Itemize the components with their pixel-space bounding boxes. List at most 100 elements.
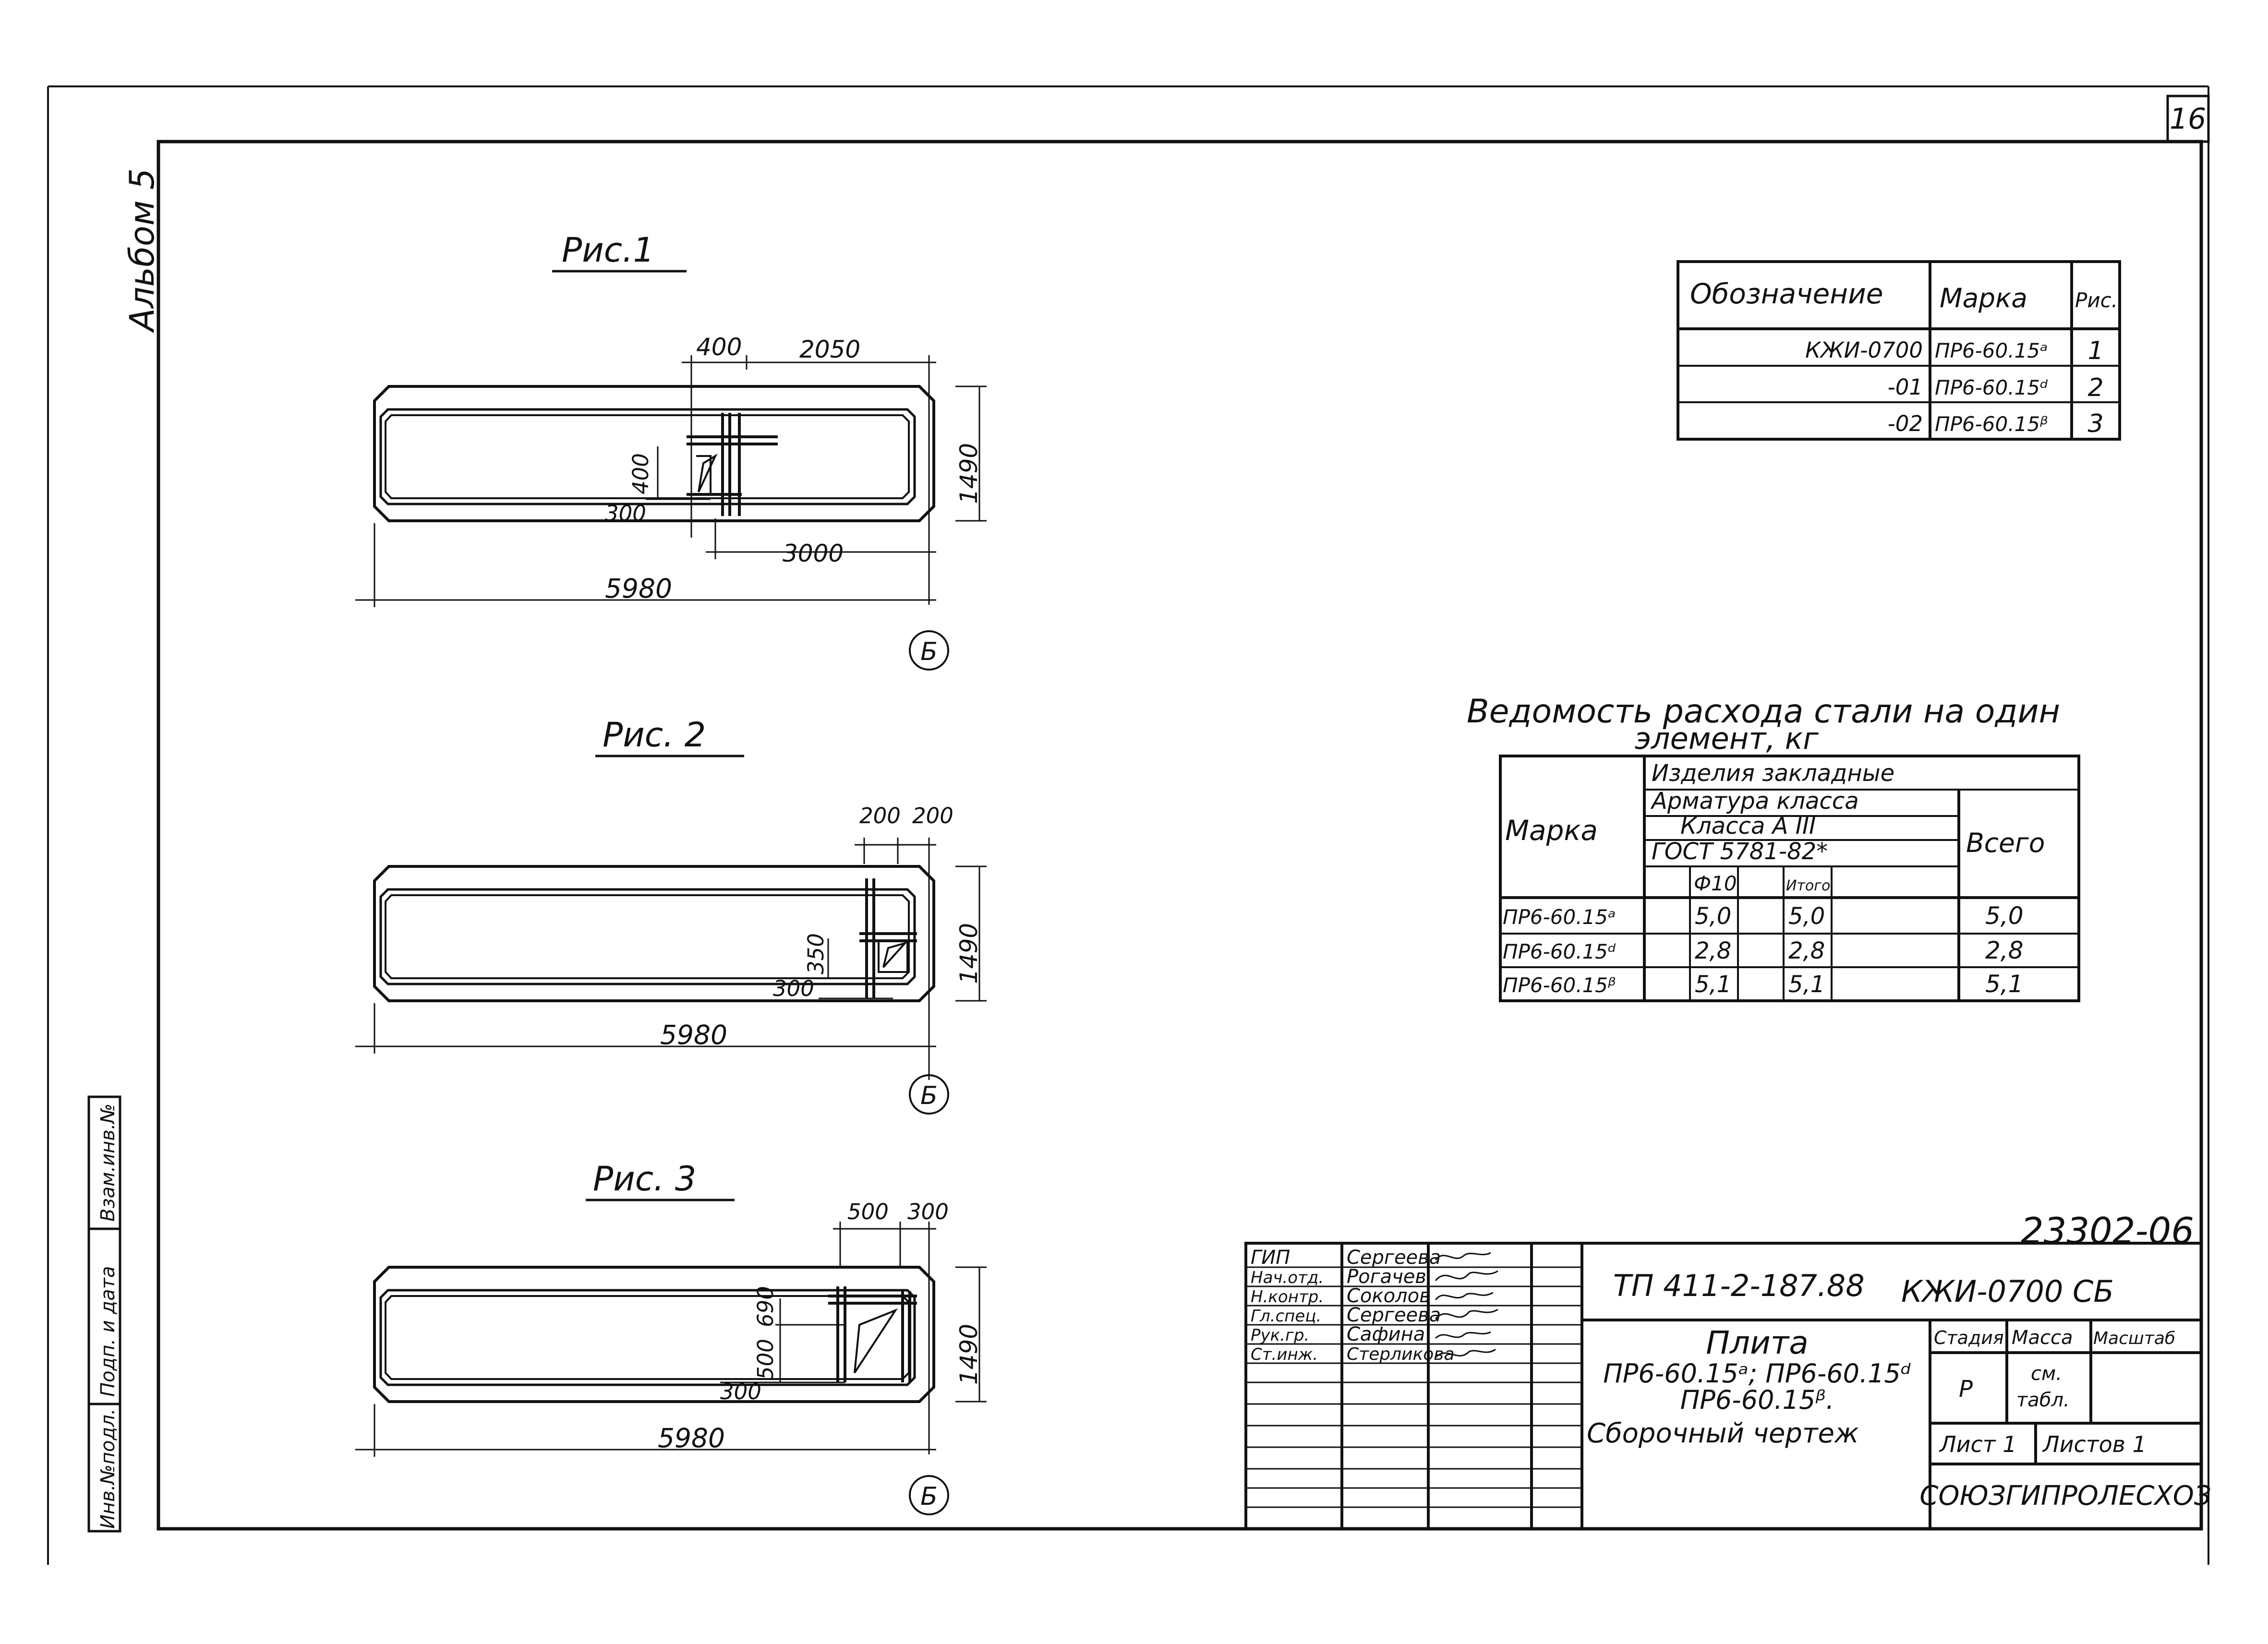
slab-outline <box>373 865 935 1002</box>
fig3-axis-label: Б <box>920 1482 938 1511</box>
fig1-dim-2050: 2050 <box>799 336 860 363</box>
role-norm-control: Н.контр. <box>1251 1287 1324 1307</box>
drawing-code: КЖИ-0700 СБ <box>1901 1274 2114 1309</box>
doc-number: 23302-06 <box>2021 1210 2194 1252</box>
fig1-axis-marker <box>909 630 949 671</box>
figure-1-title: Рис.1 <box>562 230 654 270</box>
fig1-dim-400-vertical: 400 <box>628 453 653 494</box>
steel-marka-header: Марка <box>1505 814 1598 847</box>
fig2-dim-200-right: 200 <box>912 803 953 828</box>
fig1-dim-5980: 5980 <box>605 573 672 604</box>
steel-sub-f10: Ф10 <box>1694 872 1737 895</box>
stage-header: Стадия <box>1934 1327 2004 1348</box>
fig-header: Рис. <box>2075 288 2118 312</box>
steel-row-f10: 2,8 <box>1695 937 1731 964</box>
marka-cell: ПР6-60.15ᵈ <box>1935 376 2048 399</box>
fig1-axis-label: Б <box>920 637 938 666</box>
steel-sub-total: Итого <box>1786 877 1830 894</box>
stamp-sign-label: Подп. и дата <box>97 1266 119 1397</box>
fig1-dim-3000: 3000 <box>783 540 844 567</box>
fig2-dim-350: 350 <box>803 933 829 974</box>
embedded-part <box>828 1286 917 1382</box>
role-group-lead: Рук.гр. <box>1251 1326 1309 1345</box>
fig3-dim-690: 690 <box>753 1286 778 1327</box>
name-6: Стерликова <box>1347 1344 1455 1364</box>
fig1-dim-1490: 1490 <box>955 443 983 504</box>
fig-cell: 1 <box>2087 336 2103 365</box>
name-1: Сергеева <box>1347 1247 1441 1269</box>
side-stamp: Инв.№подл. Подп. и дата Взам.инв.№ <box>87 1095 121 1533</box>
steel-row-all: 5,0 <box>1985 902 2024 930</box>
fig1-dim-400: 400 <box>696 333 742 361</box>
organization: СОЮЗГИПРОЛЕСХОЗ <box>1919 1480 2211 1512</box>
steel-row-total: 5,0 <box>1788 903 1825 930</box>
steel-table-title-2: элемент, кг <box>1635 721 1819 756</box>
fig2-dim-1490: 1490 <box>955 923 983 984</box>
steel-group-3: Класса А III <box>1680 813 1816 840</box>
role-gip: ГИП <box>1251 1247 1290 1269</box>
name-5: Сафина <box>1347 1323 1425 1345</box>
role-senior-eng: Ст.инж. <box>1251 1345 1318 1364</box>
stage-value: Р <box>1959 1376 1973 1403</box>
stamp-inv-label: Инв.№подл. <box>97 1408 119 1529</box>
figure-3: Рис. 3 500 300 500 690 300 <box>355 1159 987 1515</box>
mass-value-1: см. <box>2031 1363 2062 1385</box>
slab-outline <box>373 1266 935 1403</box>
slab-inner-contour <box>379 888 916 985</box>
steel-row-marka: ПР6-60.15ᵈ <box>1503 940 1616 963</box>
designation-cell: -02 <box>1888 411 1923 436</box>
fig3-dim-500: 500 <box>847 1199 889 1224</box>
figure-1-dimensions <box>355 355 987 607</box>
fig3-dim-300-top: 300 <box>907 1199 949 1224</box>
fig3-dim-300: 300 <box>720 1379 761 1404</box>
steel-group-2: Арматура класса <box>1650 788 1859 815</box>
slab-outline <box>373 385 935 522</box>
figure-2-title: Рис. 2 <box>603 715 706 755</box>
name-4: Сергеева <box>1347 1304 1441 1326</box>
product-marks-2: ПР6-60.15ᵝ. <box>1680 1385 1834 1415</box>
fig3-dim-5980: 5980 <box>658 1423 725 1453</box>
steel-row-f10: 5,1 <box>1695 971 1731 998</box>
product-name: Плита <box>1706 1324 1809 1361</box>
mass-header: Масса <box>2012 1327 2073 1349</box>
embedded-part <box>859 878 917 998</box>
fig-cell: 2 <box>2087 373 2103 402</box>
fig-cell: 3 <box>2087 409 2103 438</box>
signature-marks <box>1435 1252 1498 1358</box>
steel-table-title-1: Ведомость расхода стали на один <box>1467 693 2060 731</box>
title-block: ГИП Нач.отд. Н.контр. Гл.спец. Рук.гр. С… <box>1244 1242 2211 1530</box>
mass-value-2: табл. <box>2016 1389 2070 1411</box>
designation-table: Обозначение Марка Рис. КЖИ-0700 ПР6-60.1… <box>1677 260 2121 441</box>
figure-3-title: Рис. 3 <box>593 1159 696 1199</box>
fig2-axis-marker <box>909 1074 949 1115</box>
album-label: Альбом 5 <box>122 168 162 333</box>
stamp-replace-label: Взам.инв.№ <box>97 1104 119 1222</box>
steel-group-1: Изделия закладные <box>1652 760 1894 787</box>
fig3-dim-1490: 1490 <box>955 1324 983 1385</box>
steel-table: Ведомость расхода стали на один элемент,… <box>1467 693 2080 1002</box>
fig3-dim-500-vertical: 500 <box>753 1339 778 1380</box>
drawing-type: Сборочный чертеж <box>1587 1418 1858 1449</box>
project-number: ТП 411-2-187.88 <box>1613 1268 1865 1303</box>
steel-row-all: 2,8 <box>1985 936 2024 964</box>
fig2-dim-300: 300 <box>773 976 814 1001</box>
scale-header: Масштаб <box>2093 1329 2175 1348</box>
figure-2-dimensions <box>355 838 987 1080</box>
fig2-dim-5980: 5980 <box>660 1020 727 1050</box>
fig2-dim-200-left: 200 <box>859 803 901 828</box>
fig3-axis-marker <box>909 1475 949 1515</box>
role-head-dept: Нач.отд. <box>1251 1268 1324 1287</box>
steel-row-marka: ПР6-60.15ᵃ <box>1503 905 1616 929</box>
page-number: 16 <box>2170 102 2206 136</box>
steel-group-4: ГОСТ 5781-82* <box>1652 838 1828 865</box>
name-2: Рогачев <box>1347 1266 1426 1288</box>
name-3: Соколов <box>1347 1285 1431 1307</box>
designation-header: Обозначение <box>1690 277 1883 310</box>
steel-row-total: 5,1 <box>1788 971 1825 998</box>
marka-cell: ПР6-60.15ᵝ <box>1935 412 2048 436</box>
steel-row-total: 2,8 <box>1788 937 1825 964</box>
role-chief-spec: Гл.спец. <box>1251 1307 1321 1326</box>
figure-1: Рис.1 40 <box>355 230 987 671</box>
steel-row-marka: ПР6-60.15ᵝ <box>1503 973 1616 997</box>
